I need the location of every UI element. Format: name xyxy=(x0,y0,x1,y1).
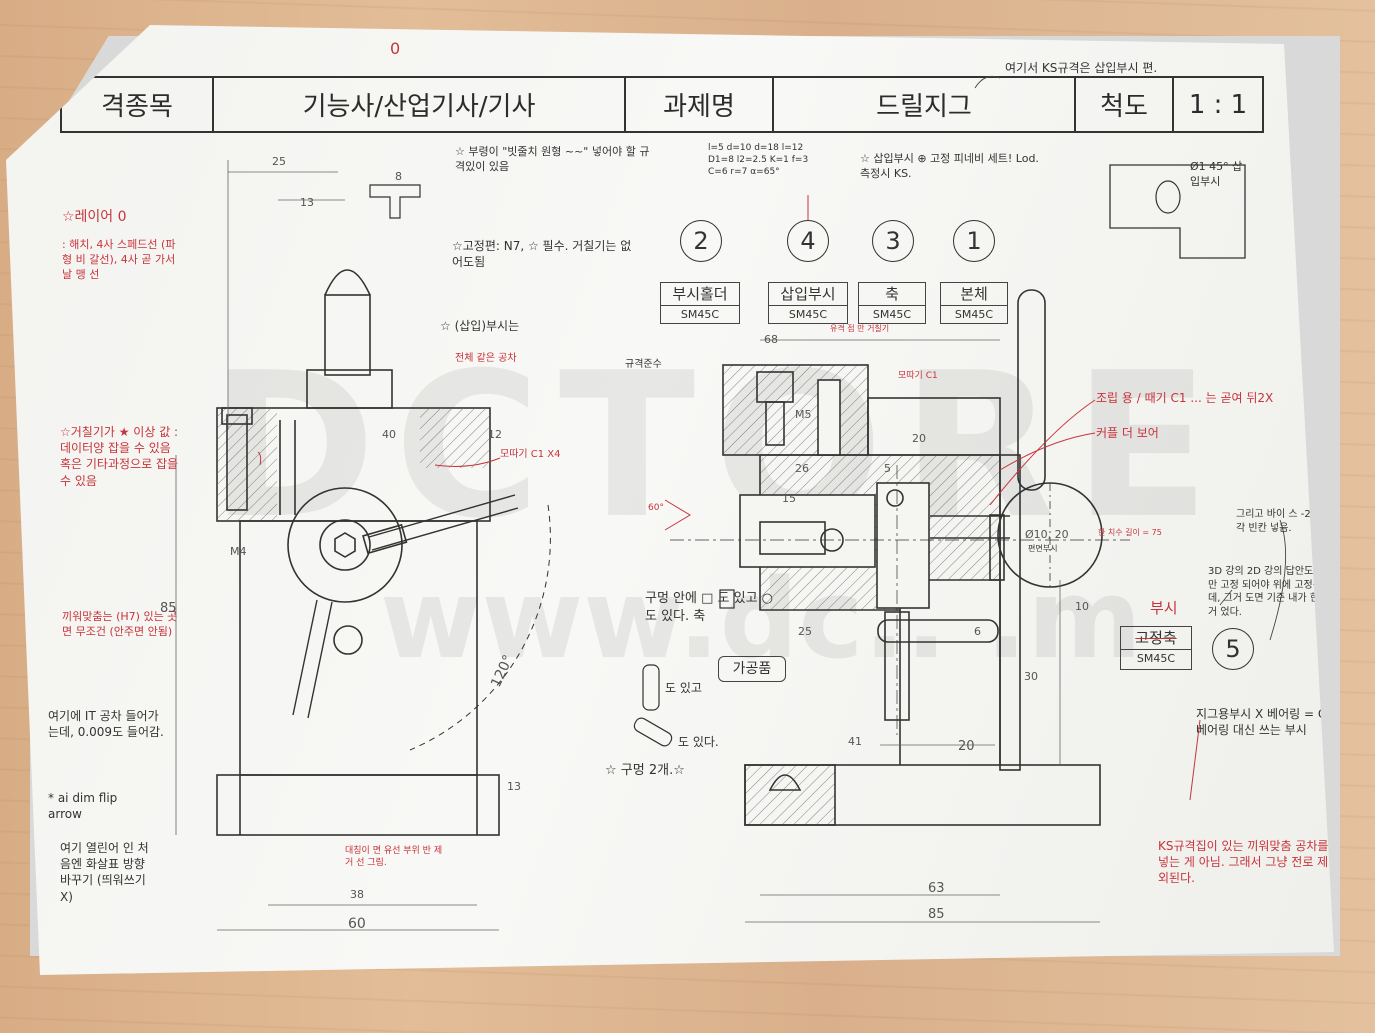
note-dims-top: l=5 d=10 d=18 l=12 D1=8 l2=2.5 K=1 f=3 C… xyxy=(708,143,809,178)
dim-85-left: 85 xyxy=(160,601,177,616)
dim-8: 8 xyxy=(395,170,402,183)
part-name: 부시홀더 xyxy=(661,283,739,306)
dim-5: 5 xyxy=(884,462,891,475)
note-fit: 끼워맞춤는 (H7) 있는 곳 면 무조건 (안주면 안됨) xyxy=(62,610,178,638)
part-label-1: 본체 SM45C xyxy=(940,282,1008,324)
dim-25b: 25 xyxy=(798,625,812,638)
part-label-3: 축 SM45C xyxy=(858,282,926,324)
note-tolerance: ☆고정편: N7, ☆ 필수. 거칠기는 없어도됨 xyxy=(452,239,632,270)
note-clearance: 모따기 C1 X4 xyxy=(500,449,561,460)
title-block-task-label: 과제명 xyxy=(663,92,735,122)
part-material: SM45C xyxy=(680,308,720,321)
note-all-equal: 전체 같은 공차 xyxy=(455,353,517,364)
title-block-divider xyxy=(212,78,214,131)
part-name: 삽입부시 xyxy=(769,283,847,306)
dim-20b: 20 xyxy=(958,739,975,754)
dim-85-bottom: 85 xyxy=(928,907,945,922)
title-block-task-name: 드릴지그 xyxy=(876,92,972,122)
part5-new-name: 부시 xyxy=(1150,599,1178,617)
title-block-divider xyxy=(1074,78,1076,131)
balloon-part-1: 1 xyxy=(953,220,995,262)
dim-68: 68 xyxy=(764,333,778,346)
top-mark: 0 xyxy=(390,39,401,58)
part-label-5: 고정축 SM45C xyxy=(1120,626,1192,670)
note-section: 편면부시 xyxy=(1028,544,1058,553)
balloon-part-3: 3 xyxy=(872,220,914,262)
part-material: SM45C xyxy=(1136,652,1176,665)
note-chamfer: ☆거칠기가 ★ 이상 값 : 데이터양 잡을 수 있음 혹은 기타과정으로 잡을… xyxy=(60,425,179,488)
dim-phi: Ø10, 20 xyxy=(1025,528,1069,541)
note-size: 한 치수 길이 = 75 xyxy=(1098,528,1162,537)
note-holes: ☆ 구멍 2개.☆ xyxy=(605,763,685,778)
note-has-2: 도 있다. xyxy=(678,735,719,749)
note-corner: Ø1 45° 삽입부시 xyxy=(1190,160,1243,188)
dim-6: 6 xyxy=(974,625,981,638)
title-block-label: 격종목 xyxy=(101,92,173,122)
note-ks-ref: KS규격집이 있는 끼워맞춤 공차를 넣는 게 아님. 그래서 그냥 전로 제외… xyxy=(1158,839,1329,886)
note-chamfer-c1b: 모따기 C1 xyxy=(898,371,938,381)
balloon-part-5: 5 xyxy=(1212,628,1254,670)
dim-15: 15 xyxy=(782,492,796,505)
note-hole: 유격 점 만 거칠기 xyxy=(830,324,890,333)
dim-41: 41 xyxy=(848,735,862,748)
workpiece-label: 가공품 xyxy=(718,656,786,682)
note-bush: ☆ (삽입)부시는 xyxy=(440,319,520,333)
part-material: SM45C xyxy=(872,308,912,321)
part-material: SM45C xyxy=(788,308,828,321)
note-third: 3D 강의 2D 강의 답안도 면 만 고정 되어야 위에 고정는데, 그거 도… xyxy=(1208,566,1326,618)
title-block: 격종목 기능사/산업기사/기사 과제명 드릴지그 척도 1 : 1 xyxy=(60,76,1264,133)
dim-12: 12 xyxy=(488,428,502,441)
dim-30: 30 xyxy=(1024,670,1038,683)
watermark-logo: DCTORE xyxy=(210,330,1228,563)
dim-25: 25 xyxy=(272,155,286,168)
note-layer-detail: : 해치, 4사 스페드선 (파형 비 갈선), 4사 곧 가서 날 맹 선 xyxy=(62,238,176,281)
dim-60: 60 xyxy=(348,916,366,932)
balloon-part-2: 2 xyxy=(680,220,722,262)
note-right: 그리고 바이 스 -2 각각 빈칸 넣음. xyxy=(1236,509,1324,534)
left-view-base xyxy=(216,774,500,836)
note-1: ☆ 부령이 "빗줄치 원형 ~~" 넣어야 할 규격있이 있음 xyxy=(455,145,650,173)
dim-m4: M4 xyxy=(230,545,247,558)
balloon-part-4: 4 xyxy=(787,220,829,262)
note-it: 여기에 IT 공차 들어가는데, 0.009도 들어감. xyxy=(48,709,164,740)
title-block-scale-label: 척도 xyxy=(1100,92,1148,122)
note-ai-dim: * ai dim flip arrow xyxy=(48,791,118,822)
note-cover: 커플 더 보어 xyxy=(1096,426,1159,440)
dim-38: 38 xyxy=(350,888,364,901)
dim-26: 26 xyxy=(795,462,809,475)
title-block-divider xyxy=(772,78,774,131)
note-has: 도 있고 xyxy=(665,681,702,695)
note-no-bush: 지그용부시 X 베어링 = O 베어링 대신 쓰는 부시 xyxy=(1196,707,1328,738)
part-name: 축 xyxy=(859,283,925,306)
dim-13b: 13 xyxy=(507,780,521,793)
dim-m5: M5 xyxy=(795,408,812,421)
dim-20: 20 xyxy=(912,432,926,445)
note-insert: ☆ 삽입부시 ⊕ 고정 피네비 세트! Lod. 측정시 KS. xyxy=(860,152,1039,180)
dim-13: 13 xyxy=(300,196,314,209)
part-label-4: 삽입부시 SM45C xyxy=(768,282,848,324)
title-block-grades: 기능사/산업기사/기사 xyxy=(302,92,536,122)
note-chamfer-c1: 조립 용 / 때기 C1 ... 는 곧여 뒤2X xyxy=(1096,391,1274,405)
part-name-struck: 고정축 xyxy=(1121,627,1191,650)
dim-63: 63 xyxy=(928,881,945,896)
part-material: SM45C xyxy=(954,308,994,321)
note-inside: 구멍 안에 □ 도 있고 ○도 있다. 축 xyxy=(645,591,774,624)
dim-60deg: 60° xyxy=(648,503,664,513)
part-label-2: 부시홀더 SM45C xyxy=(660,282,740,324)
title-block-scale-value: 1 : 1 xyxy=(1188,89,1248,120)
note-arrow: 여기 열린어 인 처음엔 화살표 방향 바꾸기 (띄워쓰기 X) xyxy=(60,841,149,904)
note-view: 대칭이 면 유선 부위 반 제거 선 그림. xyxy=(345,846,443,869)
note-layer: ☆레이어 0 xyxy=(62,209,127,225)
note-ks-top: 여기서 KS규격은 삽입부시 편. xyxy=(1005,61,1158,75)
part-name: 본체 xyxy=(941,283,1007,306)
dim-10: 10 xyxy=(1075,600,1089,613)
dim-40: 40 xyxy=(382,428,396,441)
title-block-divider xyxy=(1172,78,1174,131)
note-rule: 규격준수 xyxy=(625,359,662,370)
title-block-divider xyxy=(624,78,626,131)
